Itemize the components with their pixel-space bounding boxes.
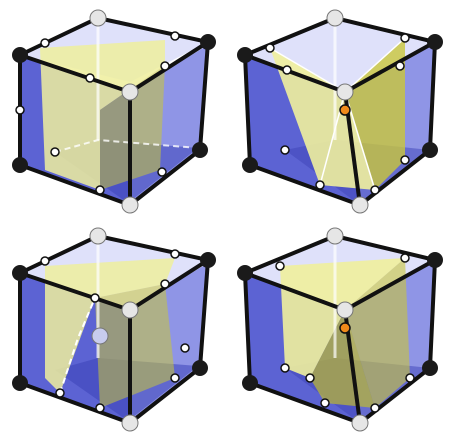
vertex-sphere	[242, 375, 258, 391]
vertex-sphere	[12, 157, 28, 173]
vertex-sphere	[122, 415, 138, 431]
vertex-sphere	[12, 265, 28, 281]
vertex-sphere	[352, 415, 368, 431]
vertex-sphere	[427, 34, 443, 50]
vertex-sphere	[200, 252, 216, 268]
vertex-sphere	[192, 360, 208, 376]
vertex-sphere	[90, 10, 106, 26]
vertex-sphere	[200, 34, 216, 50]
vertex-sphere	[237, 265, 253, 281]
vertex-sphere	[92, 328, 108, 344]
cube-panel-top-left	[0, 0, 224, 218]
marker-point	[340, 105, 350, 115]
vertex-sphere	[327, 10, 343, 26]
vertex-sphere	[337, 84, 353, 100]
vertex-sphere	[242, 157, 258, 173]
vertex-sphere	[422, 360, 438, 376]
cube-panel-top-right	[225, 0, 449, 218]
vertex-sphere	[90, 228, 106, 244]
vertex-sphere	[192, 142, 208, 158]
vertex-sphere	[237, 47, 253, 63]
vertex-sphere	[12, 375, 28, 391]
vertex-sphere	[122, 197, 138, 213]
cube-diagram-2	[225, 0, 449, 218]
vertex-sphere	[327, 228, 343, 244]
cube-panel-bottom-left	[0, 218, 224, 436]
cube-panel-bottom-right	[225, 218, 449, 436]
cube-diagram-4	[225, 218, 449, 436]
vertex-sphere	[352, 197, 368, 213]
marker-point	[340, 323, 350, 333]
vertex-sphere	[122, 84, 138, 100]
vertex-sphere	[337, 302, 353, 318]
cube-diagram-3	[0, 218, 224, 436]
vertex-sphere	[427, 252, 443, 268]
cube-diagram-1	[0, 0, 224, 218]
vertex-sphere	[422, 142, 438, 158]
vertex-sphere	[122, 302, 138, 318]
vertex-sphere	[12, 47, 28, 63]
